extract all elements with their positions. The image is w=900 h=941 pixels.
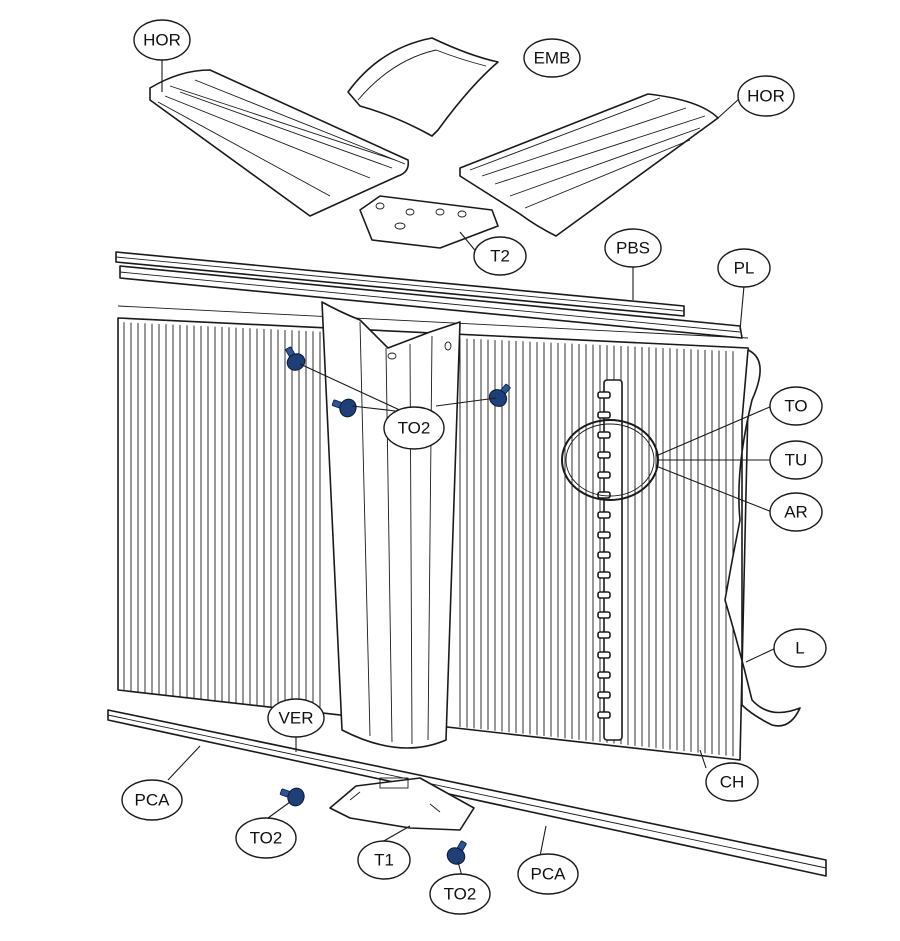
column-slot — [597, 611, 611, 619]
column-slot — [597, 431, 611, 439]
label-ver: VER — [279, 709, 314, 728]
column-slot — [597, 651, 611, 659]
vertical-upright — [321, 301, 461, 749]
label-to2-left: TO2 — [250, 829, 283, 848]
column-slot — [597, 531, 611, 539]
callout-to2-left: TO2 — [235, 817, 297, 859]
callout-ver: VER — [267, 698, 325, 738]
column-slot — [597, 691, 611, 699]
label-ch: CH — [720, 773, 745, 792]
ar-ring-inner — [565, 423, 655, 497]
callout-t1: T1 — [357, 840, 411, 880]
hor-right-part — [459, 93, 719, 237]
screw-icon — [446, 840, 467, 865]
label-hor-left: HOR — [143, 31, 181, 50]
label-to: TO — [784, 397, 807, 416]
label-t1: T1 — [374, 851, 394, 870]
column-slot — [597, 411, 611, 419]
screw-icon — [331, 398, 357, 418]
column-slot — [597, 471, 611, 479]
callout-to2-upper: TO2 — [383, 406, 445, 450]
label-to2-bottom: TO2 — [444, 885, 477, 904]
column-slot — [597, 451, 611, 459]
column-slot — [597, 511, 611, 519]
callout-t2: T2 — [473, 236, 527, 276]
label-pca-left: PCA — [135, 791, 171, 810]
callout-ch: CH — [705, 762, 759, 802]
screw-icon — [285, 346, 306, 371]
emb-part — [347, 37, 499, 137]
t2-plate — [359, 195, 499, 249]
t1-plate — [329, 777, 475, 831]
top-profiles — [115, 251, 743, 339]
column-slot — [597, 551, 611, 559]
column-slot — [597, 391, 611, 399]
label-to2-upper: TO2 — [398, 419, 431, 438]
column-slot — [597, 671, 611, 679]
screw-icon — [279, 787, 305, 807]
callout-pca-right: PCA — [517, 853, 579, 895]
callout-emb: EMB — [523, 38, 581, 78]
callout-pl: PL — [717, 248, 771, 288]
callout-to2-bottom: TO2 — [429, 873, 491, 915]
liner — [724, 349, 801, 727]
callout-ar: AR — [769, 492, 823, 532]
column-slot — [597, 591, 611, 599]
callout-pca-left: PCA — [121, 779, 183, 821]
column-slot — [597, 571, 611, 579]
callout-hor-right: HOR — [737, 75, 795, 117]
callout-l: L — [773, 628, 827, 668]
label-l: L — [795, 639, 804, 658]
bottom-profile — [107, 709, 827, 877]
label-pbs: PBS — [616, 239, 650, 258]
callout-tu: TU — [769, 440, 823, 480]
screw-icon — [488, 383, 511, 407]
column-slots — [597, 391, 611, 719]
label-ar: AR — [784, 503, 808, 522]
callout-to: TO — [769, 386, 823, 426]
column-slot — [597, 631, 611, 639]
callout-pbs: PBS — [604, 228, 662, 268]
hor-left-part — [149, 69, 410, 217]
label-t2: T2 — [490, 247, 510, 266]
label-emb: EMB — [534, 49, 571, 68]
label-pca-right: PCA — [531, 865, 567, 884]
column-slot — [597, 711, 611, 719]
label-hor-right: HOR — [747, 87, 785, 106]
label-pl: PL — [734, 259, 755, 278]
label-tu: TU — [785, 451, 808, 470]
callout-hor-left: HOR — [133, 19, 191, 61]
